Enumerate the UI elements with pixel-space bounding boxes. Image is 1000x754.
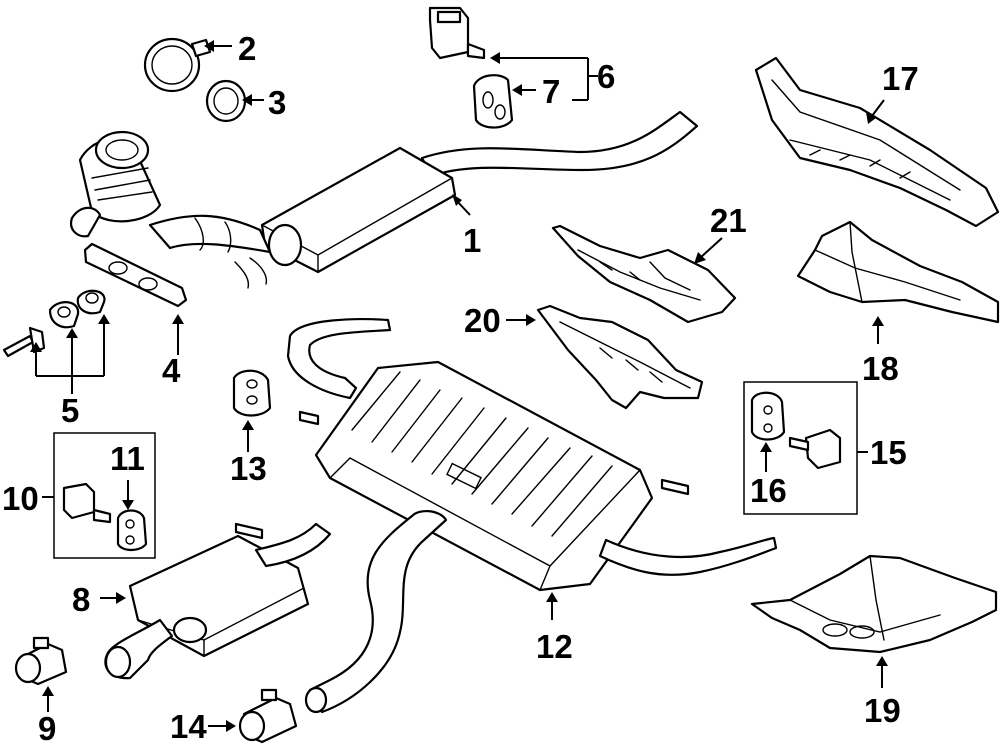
leader-lines bbox=[30, 40, 888, 732]
callout-11: 11 bbox=[110, 440, 145, 477]
callout-18: 18 bbox=[862, 350, 899, 387]
part-6-hanger-bracket[interactable] bbox=[428, 6, 486, 60]
callout-7: 7 bbox=[542, 73, 560, 110]
callout-9: 9 bbox=[38, 710, 56, 747]
callout-19: 19 bbox=[864, 692, 901, 729]
callout-1: 1 bbox=[463, 222, 481, 259]
part-15-group-box bbox=[743, 381, 868, 515]
part-8-center-muffler[interactable] bbox=[104, 522, 332, 680]
part-4-flange-gasket[interactable] bbox=[83, 242, 188, 308]
callout-labels: 1 2 3 4 5 6 7 8 9 10 11 12 13 14 15 16 1… bbox=[2, 30, 919, 747]
callout-5: 5 bbox=[61, 392, 79, 429]
callout-4: 4 bbox=[162, 352, 181, 389]
callout-20: 20 bbox=[464, 302, 501, 339]
callout-14: 14 bbox=[170, 708, 207, 745]
part-3-gasket[interactable] bbox=[205, 79, 247, 123]
part-9-clamp[interactable] bbox=[14, 636, 68, 686]
callout-6: 6 bbox=[597, 58, 615, 95]
callout-8: 8 bbox=[72, 581, 90, 618]
part-13-insulator[interactable] bbox=[232, 369, 272, 417]
callout-12: 12 bbox=[536, 628, 573, 665]
part-10-group-box bbox=[42, 432, 156, 559]
part-11-insulator[interactable] bbox=[116, 509, 148, 552]
part-16-insulator[interactable] bbox=[750, 391, 786, 441]
part-18-heat-shield[interactable] bbox=[796, 220, 1000, 324]
callout-21: 21 bbox=[710, 202, 747, 239]
part-10-hanger-bracket[interactable] bbox=[62, 482, 112, 524]
part-2-clamp[interactable] bbox=[143, 37, 212, 93]
part-19-heat-shield[interactable] bbox=[750, 554, 998, 654]
callout-10: 10 bbox=[2, 480, 39, 517]
callout-3: 3 bbox=[268, 84, 286, 121]
part-21-heat-shield[interactable] bbox=[551, 224, 737, 324]
callout-16: 16 bbox=[750, 472, 787, 509]
part-15-hanger-bracket[interactable] bbox=[788, 428, 842, 470]
part-14-clamp[interactable] bbox=[238, 688, 298, 744]
part-20-heat-shield[interactable] bbox=[536, 304, 704, 410]
part-1-front-muffler-assembly[interactable] bbox=[70, 110, 699, 289]
callout-15: 15 bbox=[870, 434, 907, 471]
callout-17: 17 bbox=[882, 60, 919, 97]
part-7-insulator[interactable] bbox=[472, 74, 514, 129]
part-17-heat-shield[interactable] bbox=[754, 56, 1000, 228]
callout-2: 2 bbox=[238, 30, 256, 67]
part-5-bolt-and-nuts[interactable] bbox=[2, 289, 106, 358]
part-12-rear-muffler-assembly[interactable] bbox=[286, 318, 778, 714]
callout-13: 13 bbox=[230, 450, 267, 487]
